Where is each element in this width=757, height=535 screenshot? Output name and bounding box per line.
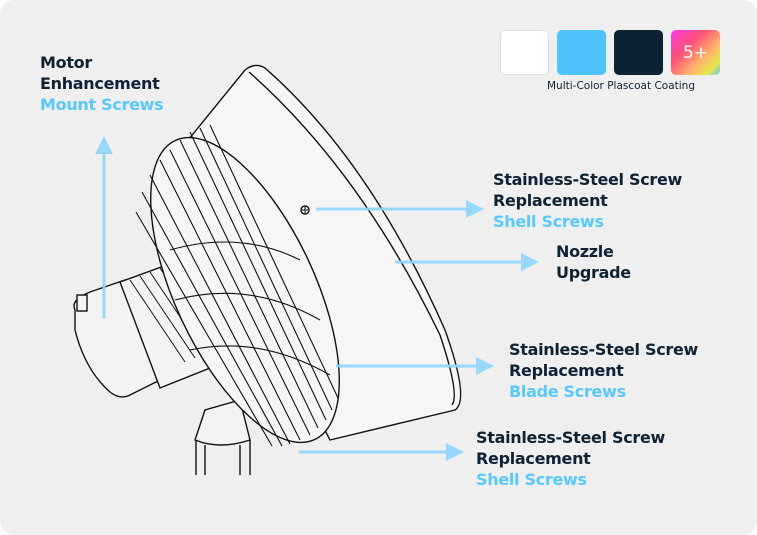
fan-grill bbox=[150, 136, 340, 444]
callout-title: Motor bbox=[40, 53, 92, 72]
callout-subtitle: Mount Screws bbox=[40, 95, 164, 114]
callout-title: Stainless-Steel Screw bbox=[509, 340, 699, 359]
swatch-sky-blue[interactable] bbox=[557, 30, 606, 75]
more-colors-count: 5+ bbox=[682, 42, 709, 63]
fan-shell bbox=[179, 64, 462, 441]
callout-title: Stainless-Steel Screw bbox=[493, 170, 683, 189]
callout-motor: Motor Enhancement Mount Screws bbox=[40, 52, 164, 115]
swatch-caption: Multi-Color Plascoat Coating bbox=[547, 80, 695, 92]
callout-shell-screws-top: Stainless-Steel Screw Replacement Shell … bbox=[493, 169, 682, 232]
callout-subtitle: Blade Screws bbox=[509, 382, 626, 401]
swatch-navy[interactable] bbox=[614, 30, 663, 75]
callout-title: Replacement bbox=[509, 361, 624, 380]
callout-title: Upgrade bbox=[556, 263, 631, 282]
swatch-more-colors[interactable]: 5+ bbox=[671, 30, 720, 75]
callout-shell-screws-bottom: Stainless-Steel Screw Replacement Shell … bbox=[476, 427, 665, 490]
callout-title: Nozzle bbox=[556, 242, 614, 261]
callout-blade-screws: Stainless-Steel Screw Replacement Blade … bbox=[509, 339, 698, 402]
stand bbox=[195, 440, 251, 475]
callout-subtitle: Shell Screws bbox=[476, 470, 587, 489]
swatch-white[interactable] bbox=[500, 30, 549, 75]
callout-nozzle: Nozzle Upgrade bbox=[556, 241, 631, 283]
callout-title: Enhancement bbox=[40, 74, 160, 93]
callout-title: Stainless-Steel Screw bbox=[476, 428, 666, 447]
callout-title: Replacement bbox=[476, 449, 591, 468]
callout-subtitle: Shell Screws bbox=[493, 212, 604, 231]
callout-title: Replacement bbox=[493, 191, 608, 210]
